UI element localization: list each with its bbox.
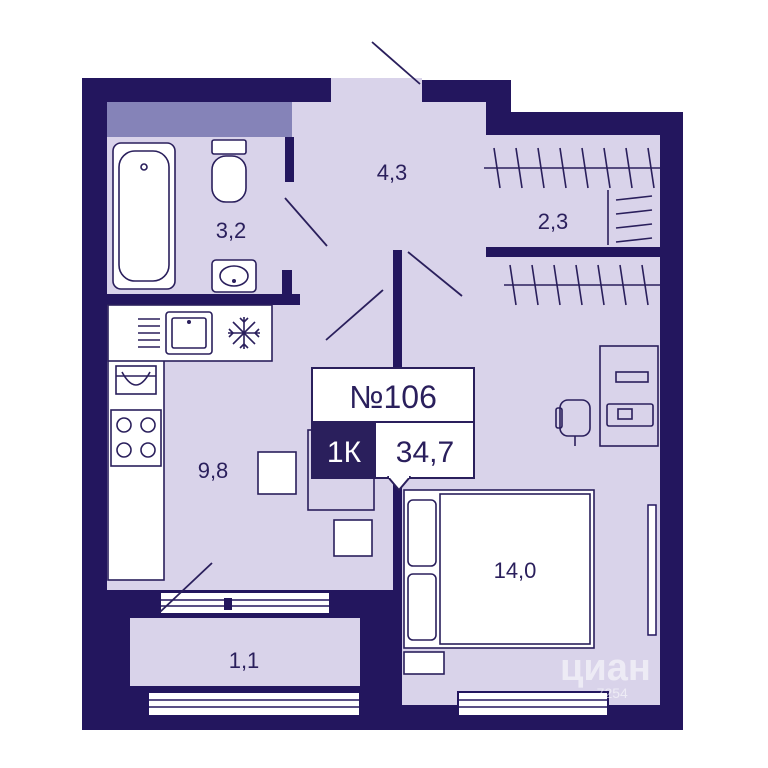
apartment-type: 1К — [327, 436, 362, 469]
kitchen-counter — [107, 304, 273, 581]
stove-icon — [110, 409, 162, 467]
room-area-bathroom: 3,2 — [216, 218, 247, 243]
desk-icon — [599, 345, 659, 447]
apartment-badge: №106 1К 34,7 — [311, 367, 475, 491]
balcony-floor — [130, 618, 360, 686]
apartment-number: №106 — [349, 379, 437, 415]
washing-machine-icon — [115, 365, 157, 395]
room-area-kitchen: 9,8 — [198, 458, 229, 483]
wet-zone-strip — [107, 102, 292, 137]
toilet-icon — [211, 139, 247, 203]
kitchen-door — [325, 289, 384, 341]
window-bedroom — [457, 691, 609, 717]
bathtub-icon — [112, 142, 176, 290]
room-area-bedroom: 14,0 — [494, 558, 537, 583]
apartment-total-area: 34,7 — [396, 436, 454, 469]
chair-icon — [555, 399, 591, 446]
doors — [159, 41, 463, 613]
watermark-brand: циан — [560, 647, 651, 689]
entry-door — [371, 41, 421, 85]
balcony-door — [159, 562, 213, 613]
windows — [147, 504, 657, 717]
chair-icon — [257, 451, 373, 557]
bedroom-door — [407, 251, 463, 297]
watermark: циан ...7254 — [560, 647, 651, 701]
wardrobe-hangers-icon — [484, 147, 660, 306]
room-area-wardrobe: 2,3 — [538, 209, 569, 234]
fridge-snowflake-icon — [228, 317, 260, 349]
bathroom-door — [284, 197, 328, 247]
watermark-code: ...7254 — [585, 685, 628, 701]
kitchen-sink-icon — [138, 311, 213, 355]
window-bedroom-side — [647, 504, 657, 636]
room-area-hall: 4,3 — [377, 160, 408, 185]
room-labels: 4,3 3,2 2,3 9,8 14,0 1,1 — [198, 160, 569, 673]
window-balcony — [147, 691, 361, 717]
room-area-balcony: 1,1 — [229, 648, 260, 673]
bed-icon — [403, 489, 595, 675]
washbasin-icon — [211, 259, 257, 293]
window-kitchen — [159, 591, 331, 615]
entry-opening — [331, 78, 422, 102]
